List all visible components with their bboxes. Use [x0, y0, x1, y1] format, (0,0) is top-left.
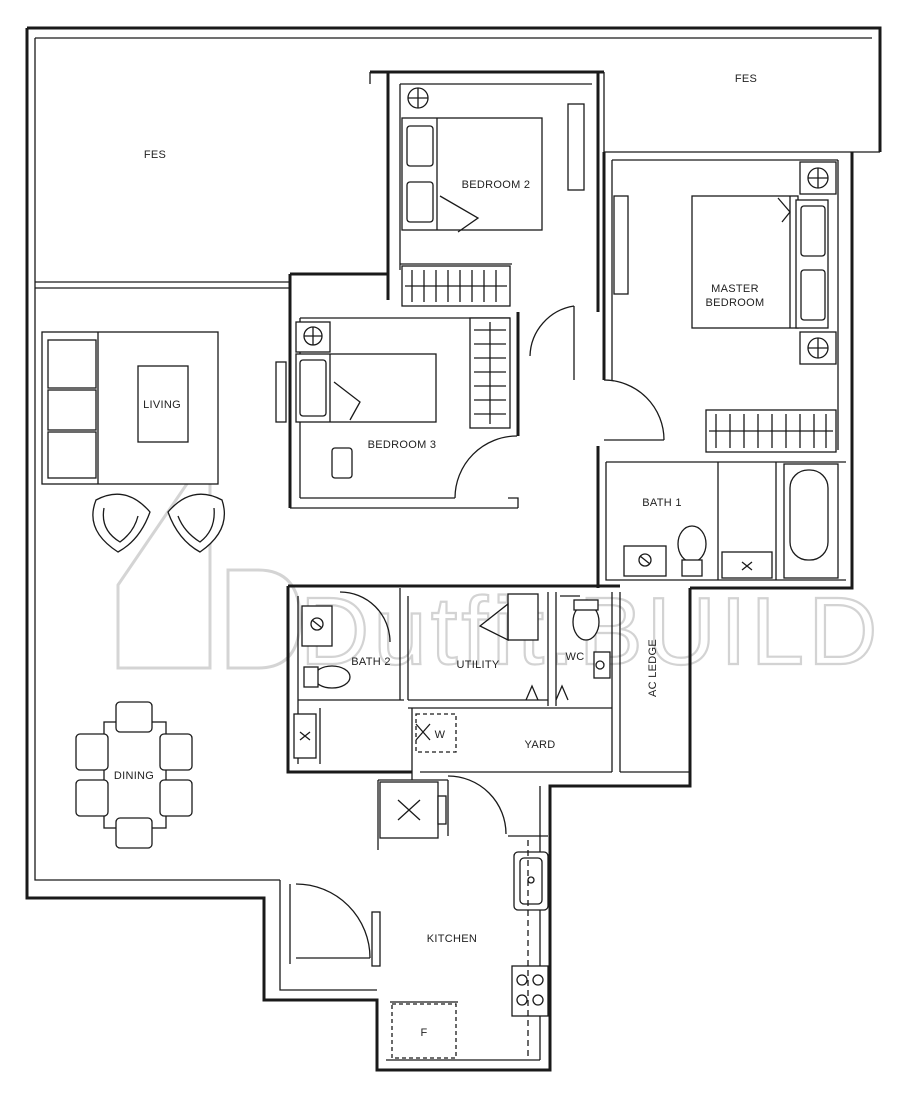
service-walls [286, 584, 690, 774]
bedroom-2-walls [369, 70, 604, 312]
label-wc: WC [566, 651, 585, 663]
bed-master-bedroom [613, 161, 837, 365]
label-ac-ledge: AC LEDGE [647, 639, 659, 697]
exterior-walls [25, 26, 882, 1072]
wardrobe-bedroom-3 [469, 317, 511, 429]
label-washing-machine: W [435, 729, 446, 741]
room-labels: FES FES BEDROOM 2 MASTER BEDROOM LIVING … [114, 73, 765, 1039]
yard-fixtures [415, 713, 457, 753]
label-master-line1: MASTER [711, 283, 759, 295]
label-utility: UTILITY [456, 659, 499, 671]
label-dining: DINING [114, 770, 154, 782]
bedroom-3-walls [288, 272, 520, 509]
label-master-line2: BEDROOM [706, 297, 765, 309]
label-fes-left: FES [144, 149, 166, 161]
utility-fixtures [478, 593, 569, 701]
label-living: LIVING [143, 399, 181, 411]
bed-bedroom-3 [275, 321, 437, 479]
door-bedroom-3 [454, 435, 518, 499]
label-yard: YARD [525, 739, 556, 751]
master-bedroom-walls [602, 152, 839, 450]
bath-1 [596, 446, 846, 588]
living-sofa [41, 331, 219, 485]
dining-set [75, 701, 193, 849]
wc-fixtures [560, 595, 611, 679]
bed-bedroom-2 [401, 87, 585, 233]
wardrobe-bedroom-2 [401, 265, 511, 307]
kitchen-walls [279, 772, 548, 1061]
label-kitchen: KITCHEN [427, 933, 477, 945]
label-bath-1: BATH 1 [642, 497, 682, 509]
kitchen-fixtures [295, 775, 549, 1060]
corridor-doors [529, 305, 665, 441]
bath-2-fixtures [293, 591, 391, 759]
fes-boundaries [35, 72, 605, 289]
label-bedroom-2: BEDROOM 2 [462, 179, 531, 191]
label-fes-top: FES [735, 73, 757, 85]
wardrobe-master-bedroom [705, 409, 837, 453]
living-armchairs [92, 493, 226, 553]
label-bedroom-3: BEDROOM 3 [368, 439, 437, 451]
label-bath-2: BATH 2 [351, 656, 391, 668]
label-fridge: F [420, 1027, 427, 1039]
